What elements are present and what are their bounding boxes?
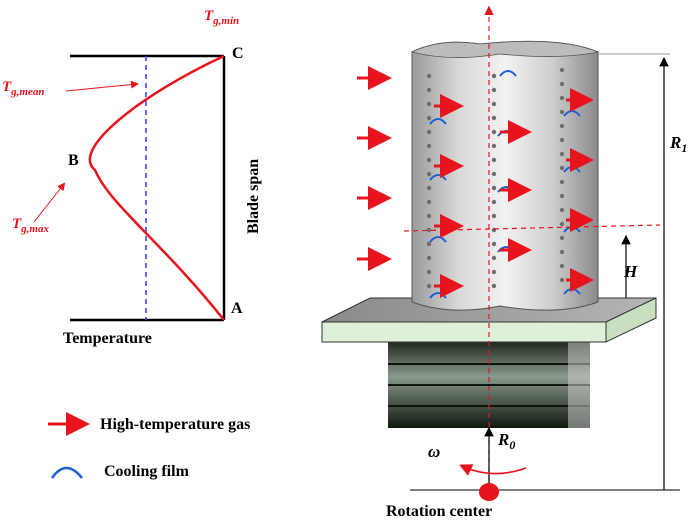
blade-tip xyxy=(410,40,600,58)
incoming-gas-arrows xyxy=(357,66,392,271)
tg-mean-label: Tg,mean xyxy=(2,79,44,98)
tg-min-label: Tg,min xyxy=(204,8,239,27)
temperature-curve xyxy=(88,54,225,321)
tg-max-label: Tg,max xyxy=(12,216,49,235)
point-b-label: B xyxy=(68,152,79,169)
turbine-blade xyxy=(321,40,657,428)
r1-label: R1 xyxy=(669,133,687,155)
omega-rotation-arrow xyxy=(459,464,527,476)
legend: High-temperature gas Cooling film xyxy=(48,412,250,480)
h-reference-line xyxy=(403,224,661,232)
rotation-axis xyxy=(403,5,680,501)
tmax-pointer-arrow xyxy=(33,182,66,223)
legend-film-label: Cooling film xyxy=(104,463,190,480)
legend-gas-label: High-temperature gas xyxy=(100,416,250,433)
root-side xyxy=(568,342,590,428)
h-label: H xyxy=(623,262,638,281)
temperature-profile: C B A Tg,min Tg,mean Tg,max Blade span T… xyxy=(2,8,262,347)
point-a-label: A xyxy=(231,300,243,317)
blade-span-axis-label: Blade span xyxy=(245,159,262,234)
legend-film-icon xyxy=(50,466,83,479)
surface-gas-arrows xyxy=(434,88,594,298)
cooling-holes xyxy=(426,67,565,289)
platform-front xyxy=(321,321,607,343)
omega-label: ω xyxy=(428,442,440,461)
platform-side xyxy=(605,297,657,343)
temperature-axis-label: Temperature xyxy=(63,330,152,347)
point-c-label: C xyxy=(232,45,244,62)
tmean-pointer-arrow xyxy=(65,80,139,92)
r0-label: R0 xyxy=(497,430,515,452)
rotation-center-label: Rotation center xyxy=(386,503,492,520)
rotation-center-dot xyxy=(479,483,499,501)
